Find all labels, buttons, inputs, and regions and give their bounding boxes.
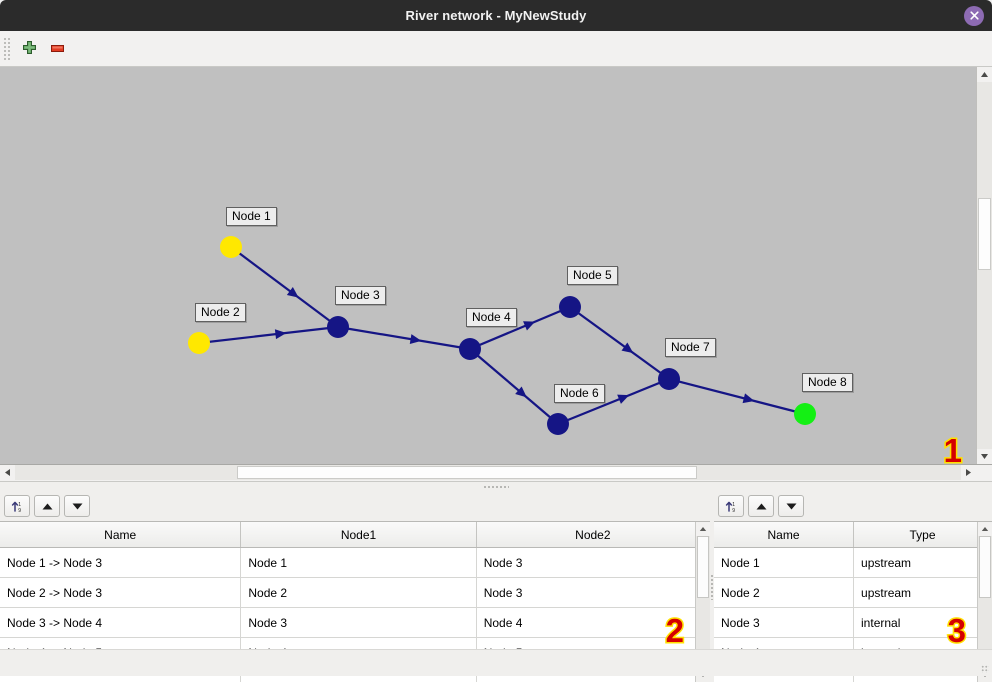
graph-node-node4[interactable] <box>459 338 481 360</box>
splitter-grip <box>483 485 509 488</box>
graph-node-node6[interactable] <box>547 413 569 435</box>
table-cell[interactable]: Node 3 <box>476 548 709 578</box>
canvas-vscroll-thumb[interactable] <box>978 198 991 270</box>
scroll-right-icon[interactable] <box>961 465 976 480</box>
svg-text:9: 9 <box>732 508 735 514</box>
column-header-name[interactable]: Name <box>0 522 241 548</box>
canvas-hscroll-track[interactable] <box>15 465 961 480</box>
graph-node-node7[interactable] <box>658 368 680 390</box>
window-resize-grip[interactable] <box>981 665 989 673</box>
canvas-vertical-scrollbar[interactable] <box>976 67 992 464</box>
column-header-name[interactable]: Name <box>714 522 854 548</box>
table-cell[interactable]: upstream <box>854 548 992 578</box>
main-toolbar <box>0 31 992 67</box>
network-canvas[interactable]: Node 1 Node 2 Node 3 Node 4 Node 5 Node 6 Node… <box>0 67 992 465</box>
table-cell[interactable]: Node 1 -> Node 3 <box>0 548 241 578</box>
annotation-2: 2 <box>666 614 684 647</box>
column-header-node1[interactable]: Node1 <box>241 522 476 548</box>
table-cell[interactable]: upstream <box>854 578 992 608</box>
table-cell[interactable]: Node 1 <box>241 548 476 578</box>
splitter-grip <box>710 574 713 600</box>
canvas-horizontal-scrollbar[interactable] <box>0 465 992 482</box>
arrow-up-icon[interactable] <box>748 495 774 517</box>
edge-line[interactable] <box>231 247 338 327</box>
edge-line[interactable] <box>199 327 338 343</box>
edge-line[interactable] <box>669 379 805 414</box>
graph-node-label-node1[interactable]: Node 1 <box>226 207 277 226</box>
graph-node-node2[interactable] <box>188 332 210 354</box>
graph-node-label-node6[interactable]: Node 6 <box>554 384 605 403</box>
column-header-node2[interactable]: Node2 <box>476 522 709 548</box>
nodes-scroll-thumb[interactable] <box>979 536 991 598</box>
graph-node-label-node5[interactable]: Node 5 <box>567 266 618 285</box>
graph-node-label-node7[interactable]: Node 7 <box>665 338 716 357</box>
add-plus-icon[interactable] <box>15 36 43 62</box>
graph-node-label-node2[interactable]: Node 2 <box>195 303 246 322</box>
edge-line[interactable] <box>338 327 470 349</box>
remove-minus-icon[interactable] <box>43 36 71 62</box>
svg-text:9: 9 <box>18 508 21 514</box>
table-cell[interactable]: Node 2 <box>241 578 476 608</box>
graph-node-label-node4[interactable]: Node 4 <box>466 308 517 327</box>
graph-node-label-node3[interactable]: Node 3 <box>335 286 386 305</box>
graph-node-node5[interactable] <box>559 296 581 318</box>
toolbar-drag-handle[interactable] <box>3 38 12 60</box>
network-drawing-area[interactable]: Node 1 Node 2 Node 3 Node 4 Node 5 Node 6 Node… <box>0 67 976 447</box>
table-cell[interactable]: Node 3 -> Node 4 <box>0 608 241 638</box>
canvas-hscroll-thumb[interactable] <box>237 466 697 479</box>
arrow-down-icon[interactable] <box>64 495 90 517</box>
status-footer <box>0 649 992 676</box>
edge-line[interactable] <box>570 307 669 379</box>
edge-line[interactable] <box>470 349 558 424</box>
close-icon[interactable] <box>964 6 984 26</box>
title-bar: River network - MyNewStudy <box>0 0 992 31</box>
table-cell[interactable]: internal <box>854 608 992 638</box>
table-cell[interactable]: Node 2 -> Node 3 <box>0 578 241 608</box>
arrow-up-icon[interactable] <box>34 495 60 517</box>
scroll-up-icon[interactable] <box>696 522 710 536</box>
horizontal-splitter[interactable] <box>0 482 992 491</box>
table-cell[interactable]: Node 3 <box>241 608 476 638</box>
table-cell[interactable]: Node 1 <box>714 548 854 578</box>
nodes-toolbar: 1 9 <box>714 491 992 521</box>
table-cell[interactable]: Node 3 <box>714 608 854 638</box>
graph-node-node1[interactable] <box>220 236 242 258</box>
column-header-type[interactable]: Type <box>854 522 992 548</box>
sort-icon[interactable]: 1 9 <box>4 495 30 517</box>
sort-icon[interactable]: 1 9 <box>718 495 744 517</box>
edge-arrow-icon <box>523 317 537 330</box>
scroll-left-icon[interactable] <box>0 465 15 480</box>
canvas-vscroll-track[interactable] <box>977 82 992 449</box>
arrow-down-icon[interactable] <box>778 495 804 517</box>
reaches-toolbar: 1 9 <box>0 491 710 521</box>
scroll-up-icon[interactable] <box>978 522 992 536</box>
window-title: River network - MyNewStudy <box>405 8 586 23</box>
reaches-scroll-thumb[interactable] <box>697 536 709 598</box>
graph-node-node8[interactable] <box>794 403 816 425</box>
edge-arrow-icon <box>617 390 631 403</box>
edge-arrow-icon <box>743 393 756 405</box>
graph-node-label-node8[interactable]: Node 8 <box>802 373 853 392</box>
table-cell[interactable]: Node 3 <box>476 578 709 608</box>
annotation-1: 1 <box>944 434 962 465</box>
edge-arrow-icon <box>275 328 287 339</box>
table-cell[interactable]: Node 2 <box>714 578 854 608</box>
annotation-3: 3 <box>948 614 966 647</box>
graph-node-node3[interactable] <box>327 316 349 338</box>
scroll-up-icon[interactable] <box>977 67 992 82</box>
scrollbar-corner <box>976 465 992 480</box>
scroll-down-icon[interactable] <box>977 449 992 464</box>
